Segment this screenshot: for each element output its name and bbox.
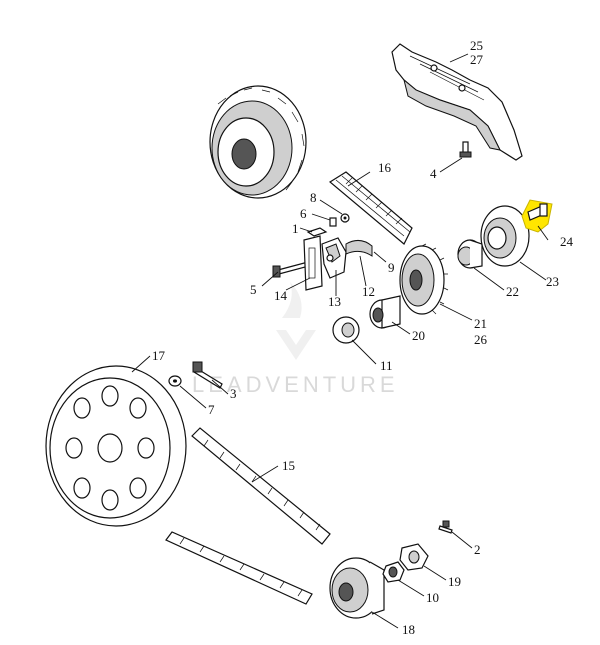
callout-11[interactable]: 11 (380, 358, 393, 373)
part-bolt-5 (272, 261, 310, 278)
callout-24[interactable]: 24 (560, 234, 574, 249)
part-primary-chain (328, 171, 413, 245)
callout-2[interactable]: 2 (474, 542, 481, 557)
watermark-text: LEADVENTURE (192, 372, 399, 397)
callout-27[interactable]: 27 (470, 52, 484, 67)
part-drive-belt-15 (191, 427, 331, 545)
part-rear-pulley (45, 365, 187, 527)
callout-18[interactable]: 18 (402, 622, 415, 637)
callout-6[interactable]: 6 (300, 206, 307, 221)
part-washer-11 (332, 316, 360, 344)
leader-lines (131, 53, 549, 629)
part-sprocket-cam (457, 239, 483, 269)
part-highlighted-bolt-24[interactable] (521, 199, 553, 233)
callout-5[interactable]: 5 (250, 282, 257, 297)
callout-15[interactable]: 15 (282, 458, 295, 473)
part-washer-8 (340, 213, 350, 223)
callout-19[interactable]: 19 (448, 574, 461, 589)
callout-3[interactable]: 3 (230, 386, 237, 401)
callout-7[interactable]: 7 (208, 402, 215, 417)
part-pin-1 (306, 227, 328, 237)
part-washer-7 (168, 375, 182, 387)
part-screw-4 (459, 141, 472, 158)
callout-9[interactable]: 9 (388, 260, 395, 275)
callout-26[interactable]: 26 (474, 332, 488, 347)
part-pin-6 (329, 217, 337, 227)
callout-12[interactable]: 12 (362, 284, 375, 299)
part-nut-10 (382, 561, 405, 583)
callout-22[interactable]: 22 (506, 284, 519, 299)
part-drive-belt-lower (165, 531, 313, 605)
part-compensating-sprocket (399, 243, 449, 315)
part-lock-plate-19 (399, 543, 429, 571)
watermark-logo-icon (276, 282, 316, 360)
part-screw-2 (438, 520, 453, 534)
callout-10[interactable]: 10 (426, 590, 439, 605)
watermark: LEADVENTURE (192, 282, 399, 397)
part-clutch-housing (209, 85, 307, 199)
callout-labels: 25 27 4 16 8 6 1 24 9 5 14 13 12 22 23 2… (152, 38, 574, 637)
callout-21[interactable]: 21 (474, 316, 487, 331)
callout-1[interactable]: 1 (292, 221, 299, 236)
part-cam-cover (480, 205, 530, 267)
callout-13[interactable]: 13 (328, 294, 341, 309)
part-shaft-extension (369, 295, 401, 329)
part-tensioner-shoe (345, 240, 373, 257)
callout-23[interactable]: 23 (546, 274, 559, 289)
part-tensioner-plate (303, 235, 323, 291)
part-tensioner-bracket (321, 237, 347, 279)
callout-16[interactable]: 16 (378, 160, 392, 175)
callout-4[interactable]: 4 (430, 166, 437, 181)
callout-25[interactable]: 25 (470, 38, 483, 53)
callout-17[interactable]: 17 (152, 348, 166, 363)
callout-20[interactable]: 20 (412, 328, 425, 343)
part-transmission-pulley (329, 557, 385, 619)
callout-14[interactable]: 14 (274, 288, 288, 303)
callout-8[interactable]: 8 (310, 190, 317, 205)
part-primary-cover-bracket (391, 43, 523, 161)
